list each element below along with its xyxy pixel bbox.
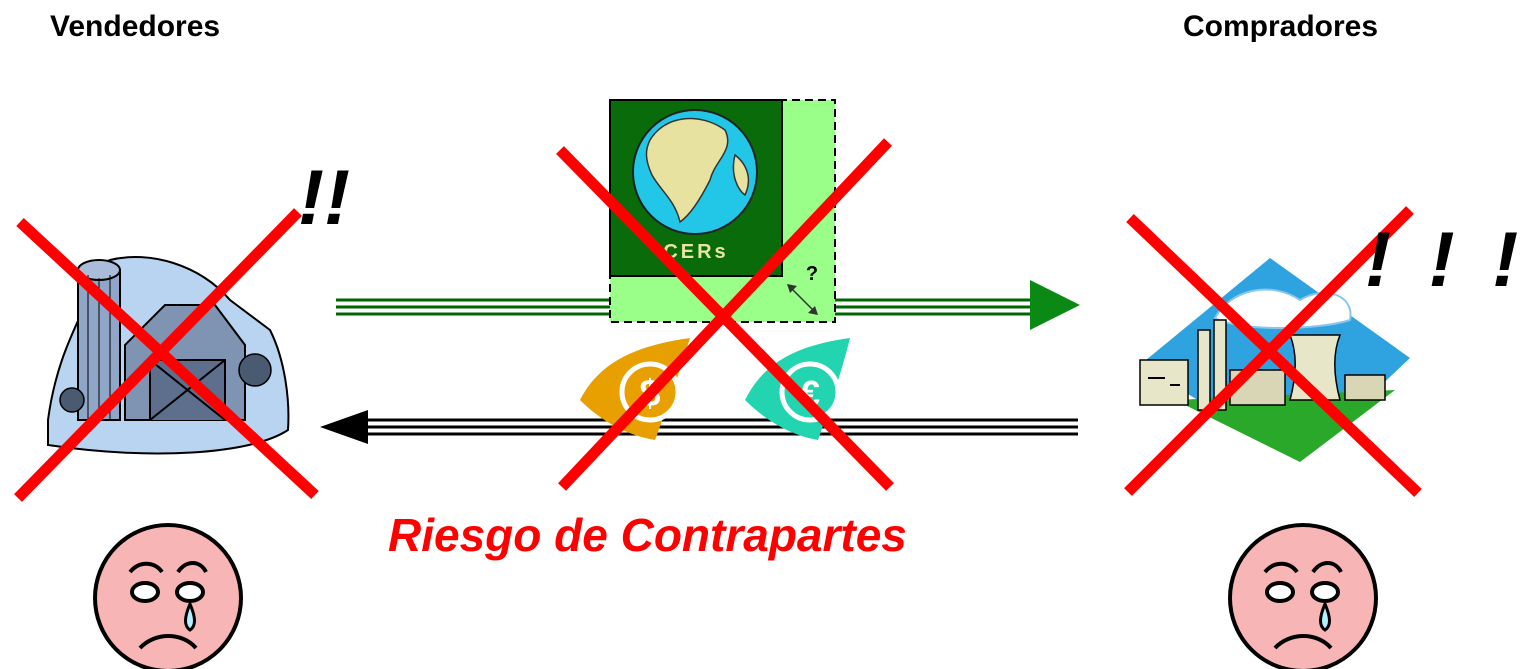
sellers-title: Vendedores: [50, 10, 221, 43]
question-mark: ?: [806, 263, 818, 285]
payment-flow-arrow: [320, 410, 1078, 444]
buyer-cross-icon: [1124, 206, 1422, 497]
cers-certificate: CERs ?: [609, 99, 836, 323]
buyer-crying-face-icon: [1228, 523, 1378, 669]
buyers-title: Compradores: [1183, 10, 1379, 43]
seller-crying-face-icon: [93, 523, 243, 669]
risk-caption: Riesgo de Contrapartes: [388, 509, 907, 561]
seller-cross-icon: [14, 208, 319, 502]
certificate-cross-icon: [556, 138, 894, 491]
cers-label: CERs: [663, 241, 728, 263]
dollar-coin-icon: $: [580, 338, 690, 440]
seller-exclamation: !!: [298, 153, 350, 241]
resize-icon: [787, 284, 818, 315]
buyer-exclamation: ! ! !: [1365, 215, 1527, 303]
